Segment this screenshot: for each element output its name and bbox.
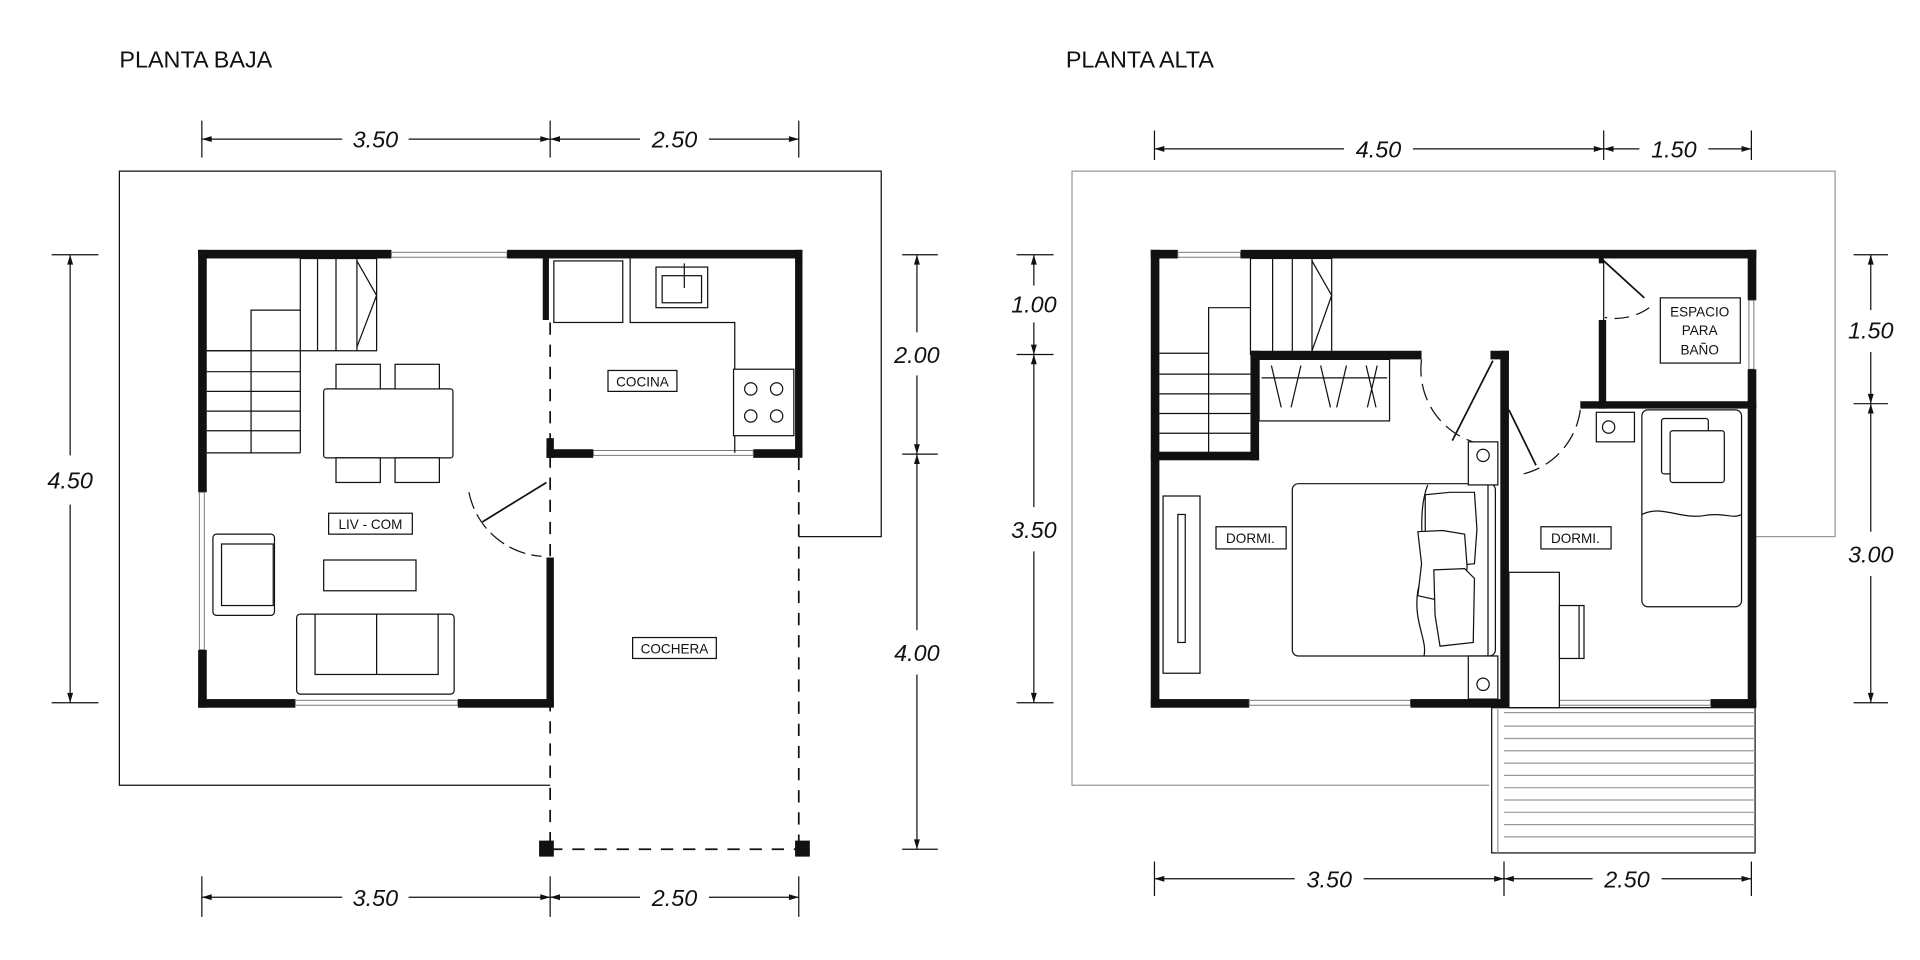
- door-bath: [1601, 259, 1650, 320]
- svg-text:COCINA: COCINA: [616, 374, 669, 389]
- svg-text:3.50: 3.50: [353, 885, 399, 911]
- svg-text:1.50: 1.50: [1848, 317, 1894, 343]
- desk: [1162, 495, 1201, 674]
- svg-text:3.50: 3.50: [353, 127, 399, 153]
- svg-text:3.00: 3.00: [1848, 541, 1894, 567]
- svg-text:1.50: 1.50: [1651, 137, 1697, 163]
- sofa: [296, 613, 455, 695]
- top-dimension: 3.50 2.50: [201, 120, 800, 158]
- door-living: [468, 481, 547, 557]
- bottom-dimension: 3.50 2.50: [201, 876, 800, 917]
- nightstand: [1467, 655, 1499, 700]
- room-label-kitchen: COCINA: [607, 369, 678, 393]
- nightstand: [1467, 441, 1499, 486]
- room-label-living: LIV - COM: [328, 512, 413, 535]
- svg-text:4.50: 4.50: [1356, 137, 1402, 163]
- svg-text:2.50: 2.50: [1603, 866, 1650, 892]
- stairs: [1159, 257, 1333, 453]
- svg-text:4.00: 4.00: [894, 640, 940, 666]
- nightstand: [1595, 411, 1636, 443]
- upper-floor-plan: PLANTA ALTA 4.50 1.50 3.50 2.50 1.00 3.5…: [1011, 47, 1894, 896]
- room-label-garage: COCHERA: [632, 636, 717, 660]
- garage-post: [539, 840, 554, 857]
- svg-text:3.50: 3.50: [1011, 517, 1057, 543]
- ground-floor-title: PLANTA BAJA: [119, 47, 272, 73]
- svg-text:3.50: 3.50: [1306, 866, 1352, 892]
- study-desk: [1508, 571, 1585, 709]
- svg-text:BAÑO: BAÑO: [1681, 342, 1719, 357]
- garage-post: [795, 840, 810, 857]
- svg-text:LIV - COM: LIV - COM: [339, 517, 403, 532]
- door-bedroom-1: [1420, 359, 1494, 444]
- roof-outline: [118, 170, 882, 786]
- walls: [198, 249, 803, 708]
- armchair: [212, 533, 276, 617]
- svg-text:1.00: 1.00: [1011, 292, 1057, 318]
- svg-text:4.50: 4.50: [47, 468, 92, 494]
- svg-text:DORMI.: DORMI.: [1226, 531, 1275, 546]
- door-bedroom-2: [1508, 409, 1581, 475]
- room-label-bedroom-2: DORMI.: [1540, 526, 1612, 550]
- svg-text:2.00: 2.00: [893, 342, 940, 368]
- svg-text:DORMI.: DORMI.: [1551, 531, 1600, 546]
- right-dimension: 2.00 4.00: [893, 254, 940, 850]
- room-label-bath-space: ESPACIO PARA BAÑO: [1659, 297, 1741, 364]
- ground-floor-plan: PLANTA BAJA 3.50 2.50 3.50 2.50 4.50: [47, 47, 940, 917]
- left-dimension: 1.00 3.50: [1011, 254, 1057, 704]
- bottom-dimension: 3.50 2.50: [1153, 861, 1752, 896]
- svg-text:2.50: 2.50: [651, 127, 698, 153]
- coffee-table: [323, 559, 417, 592]
- stairs: [206, 257, 378, 454]
- wardrobe: [1258, 358, 1391, 422]
- right-dimension: 1.50 3.00: [1848, 254, 1894, 704]
- room-label-bedroom-1: DORMI.: [1215, 526, 1287, 550]
- upper-floor-title: PLANTA ALTA: [1066, 47, 1215, 73]
- refrigerator: [553, 260, 624, 324]
- dining-table: [323, 363, 454, 484]
- kitchen-sink: [655, 263, 709, 309]
- svg-text:COCHERA: COCHERA: [641, 642, 709, 657]
- single-bed: [1641, 409, 1743, 608]
- svg-text:PARA: PARA: [1682, 323, 1718, 338]
- svg-text:ESPACIO: ESPACIO: [1670, 304, 1729, 319]
- balcony-deck: [1491, 707, 1756, 854]
- svg-text:2.50: 2.50: [651, 885, 698, 911]
- roof-outline: [1071, 170, 1836, 786]
- left-dimension: 4.50: [47, 254, 99, 704]
- top-dimension: 4.50 1.50: [1153, 130, 1752, 163]
- double-bed: [1291, 483, 1496, 657]
- stove: [732, 368, 795, 437]
